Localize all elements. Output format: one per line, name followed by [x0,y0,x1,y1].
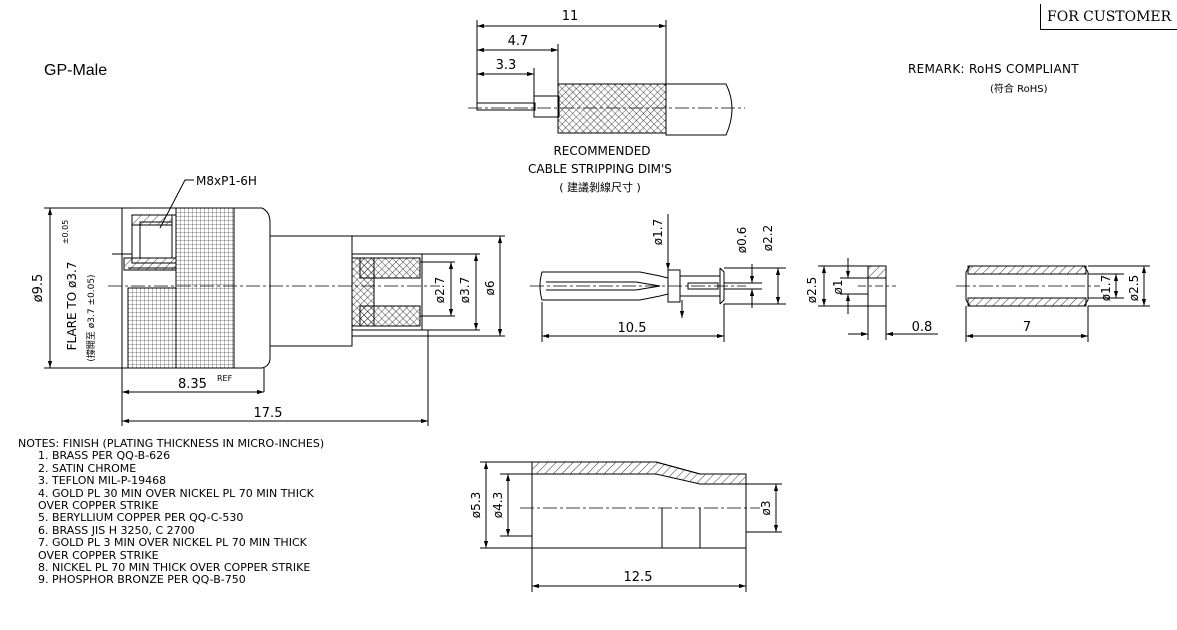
strip-dim-total: 11 [562,9,579,24]
body-dia-27: ø2.7 [433,277,447,303]
flare-tol: ±0.05 [61,220,70,245]
body-dia-outer: ø9.5 [31,274,46,303]
note-item: 9. PHOSPHOR BRONZE PER QQ-B-750 [38,573,246,587]
tube-dia-17: ø1.7 [1099,275,1113,301]
cable-stripping-view [468,20,745,136]
tube-len: 7 [1023,320,1031,335]
ferrule-dia-3: ø3 [759,501,773,516]
note-item-cont: OVER COPPER STRIKE [38,548,159,562]
body-dia-6: ø6 [483,281,497,296]
contact-pin-view [530,214,786,342]
connector-body-view [44,179,505,426]
note-item: 5. BERYLLIUM COPPER PER QQ-C-530 [38,511,244,525]
ferrule-view [480,461,782,592]
strip-caption-3: ( 建議剝線尺寸 ) [559,180,641,194]
strip-dim-mid: 4.7 [508,34,529,49]
pin-dia-06: ø0.6 [735,227,749,253]
ferrule-dia-53: ø5.3 [469,492,483,518]
ferrule-len: 12.5 [624,570,653,585]
rohs-remark: REMARK: RoHS COMPLIANT [908,62,1079,76]
insul-dia-25: ø2.5 [805,277,819,303]
rohs-remark-cn: (符合 RoHS) [990,84,1048,95]
strip-caption-2: CABLE STRIPPING DIM'S [528,162,672,176]
body-dim-175: 17.5 [254,406,283,421]
body-dim-835: 8.35 [178,377,207,392]
insul-dia-1: ø1 [831,280,845,295]
note-item: 1. BRASS PER QQ-B-626 [38,449,171,463]
tube-view [956,265,1150,342]
note-item-cont: OVER COPPER STRIKE [38,499,159,513]
body-dim-835-ref: REF [217,374,233,383]
flare-label: FLARE TO ø3.7 [65,262,79,351]
insul-len: 0.8 [912,320,933,335]
pin-len: 10.5 [618,321,647,336]
strip-caption-1: RECOMMENDED [553,144,650,158]
note-item: 2. SATIN CHROME [38,461,137,475]
note-item: 8. NICKEL PL 70 MIN THICK OVER COPPER ST… [38,561,311,575]
insulator-view [818,258,938,340]
note-item: 6. BRASS JIS H 3250, C 2700 [38,523,195,537]
customer-stamp: FOR CUSTOMER [1040,4,1177,30]
notes-heading: NOTES: FINISH (PLATING THICKNESS IN MICR… [18,437,325,450]
part-title: GP-Male [44,62,108,79]
note-item: 3. TEFLON MIL-P-19468 [38,474,167,488]
note-item: 7. GOLD PL 3 MIN OVER NICKEL PL 70 MIN T… [38,536,307,550]
pin-dia-17: ø1.7 [651,219,665,245]
tube-dia-25: ø2.5 [1127,275,1141,301]
flare-label-cn: (撐開至 ø3.7 ±0.05) [85,274,97,361]
notes-block: NOTES: FINISH (PLATING THICKNESS IN MICR… [18,437,325,587]
pin-dia-22: ø2.2 [761,225,775,251]
thread-label: M8xP1-6H [196,174,257,188]
note-item: 4. GOLD PL 30 MIN OVER NICKEL PL 70 MIN … [38,486,314,500]
ferrule-dia-43: ø4.3 [491,492,505,518]
strip-dim-short: 3.3 [496,58,517,73]
body-dia-37: ø3.7 [458,277,472,303]
